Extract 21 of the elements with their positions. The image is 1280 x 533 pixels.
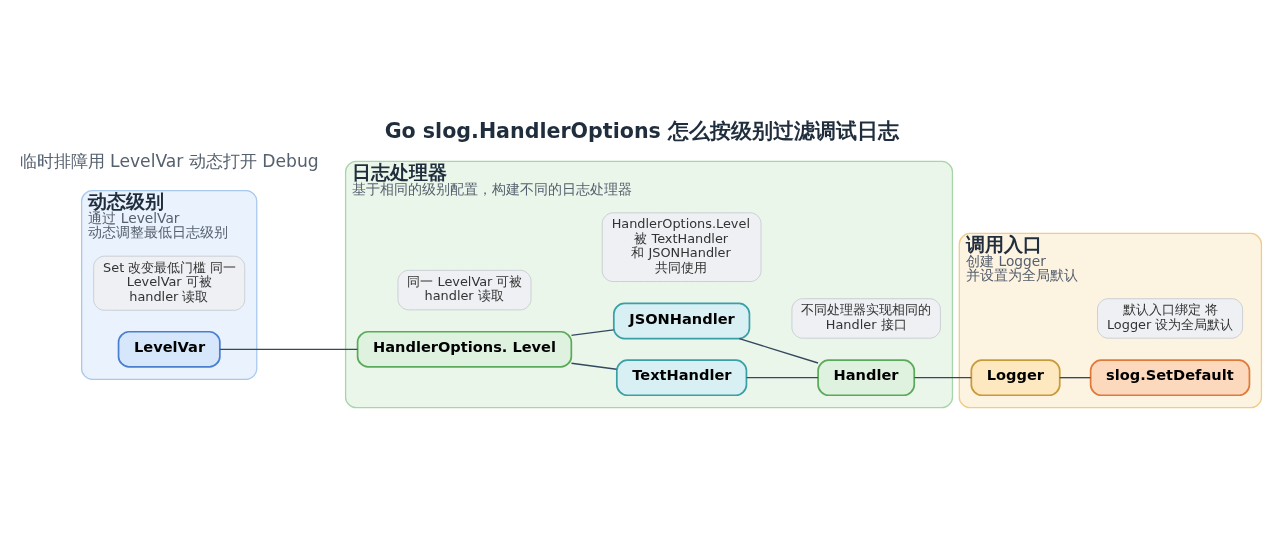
connector <box>746 376 819 379</box>
node-box: HandlerOptions.Level 被 TextHandler 和 JSONHandler 共同使用 <box>601 212 762 282</box>
node-box: 同一 LevelVar 可被 handler 读取 <box>397 269 532 311</box>
label: 临时排障用 LevelVar 动态打开 Debug <box>19 151 319 172</box>
node-box: slog.SetDefault <box>1089 359 1251 397</box>
node-box: LevelVar <box>117 330 221 368</box>
node-box: TextHandler <box>615 359 748 397</box>
connector <box>570 362 618 370</box>
node-box: Set 改变最低门槛 同一 LevelVar 可被 handler 读取 <box>93 255 246 311</box>
connector <box>1059 376 1092 379</box>
node-box: Handler <box>817 359 916 397</box>
node-box: JSONHandler <box>612 302 751 340</box>
diagram-title: Go slog.HandlerOptions 怎么按级别过滤调试日志 <box>384 118 899 143</box>
connector <box>570 329 615 337</box>
connector <box>219 348 359 350</box>
connector <box>738 337 819 364</box>
node-box: HandlerOptions. Level <box>356 330 573 368</box>
node-box: 默认入口绑定 将 Logger 设为全局默认 <box>1097 298 1243 339</box>
node-box: Logger <box>970 359 1061 397</box>
connector <box>913 376 972 379</box>
node-box: 不同处理器实现相同的 Handler 接口 <box>791 298 941 339</box>
